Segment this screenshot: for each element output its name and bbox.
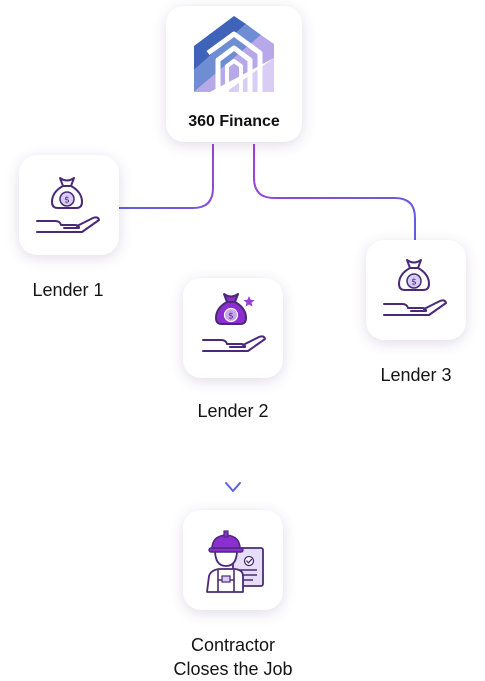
- brand-name: 360 Finance: [188, 113, 280, 130]
- lender-2-label: Lender 2: [197, 401, 269, 421]
- lender-3-card: $: [366, 240, 466, 340]
- contractor-label-line-2: Closes the Job: [173, 659, 293, 679]
- contractor-label-line-1: Contractor: [190, 635, 276, 655]
- connector-to-lender-3: [253, 144, 416, 240]
- contractor-label: Contractor Closes the Job: [143, 633, 323, 681]
- contractor-card: [183, 510, 283, 610]
- svg-text:$: $: [228, 312, 233, 322]
- lender-1-label: Lender 1: [32, 280, 104, 300]
- contractor-icon: [206, 530, 264, 593]
- star-icon: [243, 296, 255, 307]
- lender-2-card: $: [183, 278, 283, 378]
- lender-1-card: $: [19, 155, 119, 255]
- svg-text:$: $: [411, 278, 417, 288]
- connector-to-lender-1: [119, 144, 214, 209]
- lender-3-label: Lender 3: [380, 365, 452, 385]
- money-bag-hand-icon: $: [383, 259, 447, 316]
- brand-card: 360 Finance: [166, 6, 302, 142]
- money-bag-hand-star-icon: $: [202, 293, 266, 352]
- svg-text:$: $: [64, 196, 70, 206]
- house-logo-icon: [194, 16, 274, 92]
- money-bag-hand-icon: $: [36, 177, 100, 233]
- arrow-down-icon: [225, 482, 241, 492]
